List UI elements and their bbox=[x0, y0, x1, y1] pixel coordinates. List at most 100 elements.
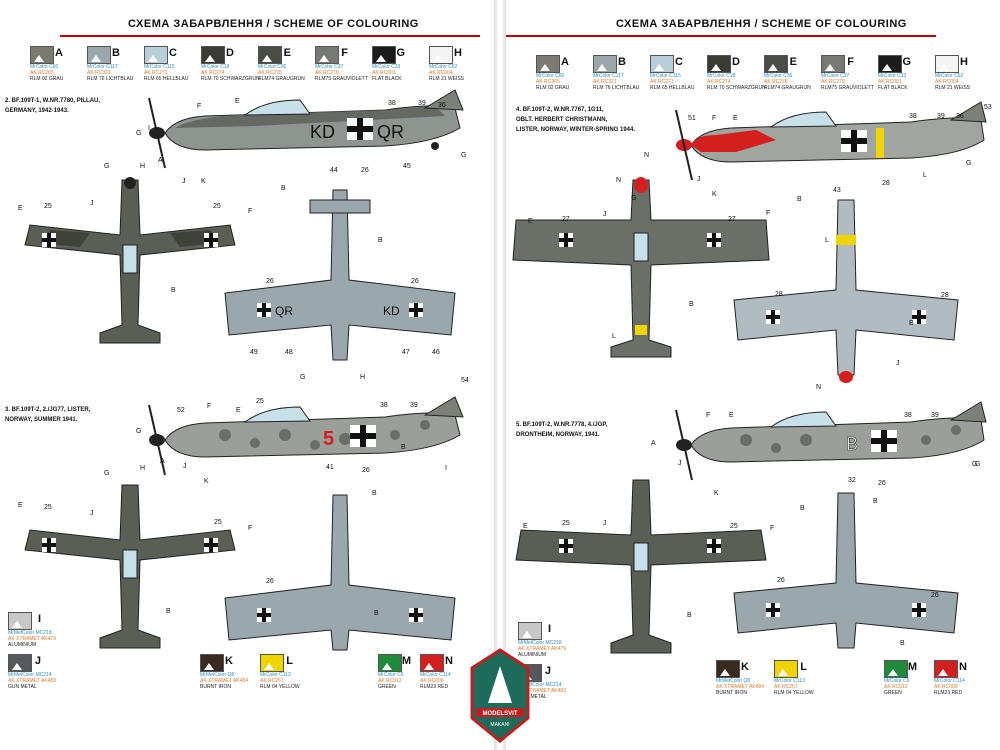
swatch-corner-mark bbox=[938, 669, 948, 676]
callout-label: 26 bbox=[361, 167, 369, 174]
swatch-letter: C bbox=[675, 56, 683, 68]
swatch-letter: G bbox=[902, 56, 911, 68]
swatch-l2: AK RC271 bbox=[650, 79, 674, 85]
swatch-l2: AK RC321 bbox=[593, 79, 617, 85]
left-page: СХЕМА ЗАБАРВЛЕННЯ / SCHEME OF COLOURING … bbox=[0, 0, 494, 750]
swatch-l3: RLM 70 SCHWARZGRUN bbox=[707, 85, 766, 91]
callout-label: F bbox=[770, 525, 775, 532]
swatch-l2: AK RC321 bbox=[87, 70, 111, 76]
logo-text-1: MODELSVIT bbox=[482, 711, 517, 717]
callout-label: I bbox=[445, 465, 447, 472]
callout-label: J bbox=[183, 463, 187, 470]
swatch-color-box: B bbox=[87, 46, 120, 64]
swatch-l2: AK RC267 bbox=[774, 684, 798, 690]
swatch-l1: MrMetColor MC218 bbox=[8, 630, 52, 636]
swatch-letter: E bbox=[283, 47, 291, 59]
swatch-l3: GREEN bbox=[378, 684, 396, 690]
swatch-corner-mark bbox=[204, 663, 214, 670]
callout-label: G bbox=[631, 195, 637, 202]
callout-label: 27 bbox=[562, 216, 570, 223]
callout-label: H bbox=[140, 465, 146, 472]
swatch-color-box: M bbox=[884, 660, 917, 678]
swatch-letter: F bbox=[847, 56, 854, 68]
swatch-l3: RLM 65 HELLBLAU bbox=[650, 85, 695, 91]
callout-label: 43 bbox=[833, 187, 841, 194]
callout-label: L bbox=[923, 172, 927, 179]
callout-label: 48 bbox=[285, 349, 293, 356]
swatch-letter: E bbox=[789, 56, 797, 68]
swatch-l2: AK XTRAMET AK483 bbox=[8, 678, 56, 684]
callout-label: G bbox=[104, 470, 110, 477]
callout-label: B bbox=[900, 640, 905, 647]
swatch-l2: AK RC006 bbox=[934, 684, 958, 690]
swatch-l3: BURNT IRON bbox=[200, 684, 232, 690]
callout-label: 25 bbox=[44, 203, 52, 210]
swatch-color-box: E bbox=[764, 55, 797, 73]
swatch-l1: MrColor C62 bbox=[429, 64, 458, 70]
swatch-l3: ALUMINIUM bbox=[8, 642, 37, 648]
swatch-l2: AK XTRAMET AK484 bbox=[716, 684, 764, 690]
swatch-l1: MrColor C6 bbox=[884, 678, 910, 684]
swatch-l1: MrMetColor MC218 bbox=[518, 640, 562, 646]
swatch-l3: RLM 76 LICHTBLAU bbox=[87, 76, 134, 82]
callout-label: E bbox=[18, 205, 23, 212]
swatch-l3: RLM 04 YELLOW bbox=[260, 684, 300, 690]
callout-label: J bbox=[90, 200, 94, 207]
swatch-l1: MrColor C37 bbox=[315, 64, 344, 70]
callout-label: 45 bbox=[403, 163, 411, 170]
swatch-color-box: J bbox=[8, 654, 41, 672]
callout-label: 46 bbox=[432, 349, 440, 356]
scheme-4-top-view bbox=[512, 177, 770, 358]
scheme-5-side-view: B bbox=[675, 401, 987, 481]
callout-label: B bbox=[689, 301, 694, 308]
callout-label: G bbox=[136, 428, 142, 435]
callout-label: 39 bbox=[931, 412, 939, 419]
callout-label: J bbox=[697, 176, 701, 183]
callout-label: F bbox=[706, 412, 711, 419]
callout-label: G bbox=[461, 152, 467, 159]
callout-label: 38 bbox=[909, 113, 917, 120]
page-spine bbox=[494, 0, 506, 750]
scheme-4-caption-line3: LISTER, NORWAY, WINTER-SPRING 1944. bbox=[516, 127, 636, 133]
callout-label: K bbox=[204, 478, 209, 485]
swatch-letter: N bbox=[959, 661, 967, 673]
scheme-3-caption-line1: 3. BF.109T-2, 2./JG77, LISTER, bbox=[5, 407, 91, 413]
swatch-color-box: C bbox=[650, 55, 683, 73]
swatch-l3: RLM 70 SCHWARZGRUN bbox=[201, 76, 260, 82]
scheme-2-caption-line2: GERMANY, 1942-1943. bbox=[5, 108, 69, 114]
swatch-corner-mark bbox=[825, 64, 835, 71]
swatch-corner-mark bbox=[597, 64, 607, 71]
swatch-l1: MrColor C113 bbox=[774, 678, 805, 684]
callout-label: K bbox=[714, 490, 719, 497]
swatch-letter: J bbox=[34, 655, 41, 667]
callout-label: 26 bbox=[362, 467, 370, 474]
scheme-5-top-view bbox=[515, 479, 767, 654]
swatch-letter: H bbox=[960, 56, 968, 68]
swatch-l1: MrColor C36 bbox=[764, 73, 793, 79]
callout-label: 39 bbox=[410, 402, 418, 409]
swatch-corner-mark bbox=[205, 55, 215, 62]
callout-label: F bbox=[712, 115, 717, 122]
callout-label: J bbox=[603, 211, 607, 218]
callout-label: 25 bbox=[730, 523, 738, 530]
swatch-l3: RLM 02 GRAU bbox=[30, 76, 64, 82]
swatch-corner-mark bbox=[939, 64, 949, 71]
callout-label: A bbox=[651, 440, 656, 447]
swatch-corner-mark bbox=[654, 64, 664, 71]
swatch-color-box: D bbox=[201, 46, 234, 64]
callout-label: 36 bbox=[438, 102, 446, 109]
swatch-l2: AK RC004 bbox=[935, 79, 959, 85]
callout-label: B bbox=[800, 505, 805, 512]
callout-label: 25 bbox=[44, 504, 52, 511]
callout-label: G bbox=[966, 160, 972, 167]
swatch-l3: FLAT BLACK bbox=[878, 85, 908, 91]
